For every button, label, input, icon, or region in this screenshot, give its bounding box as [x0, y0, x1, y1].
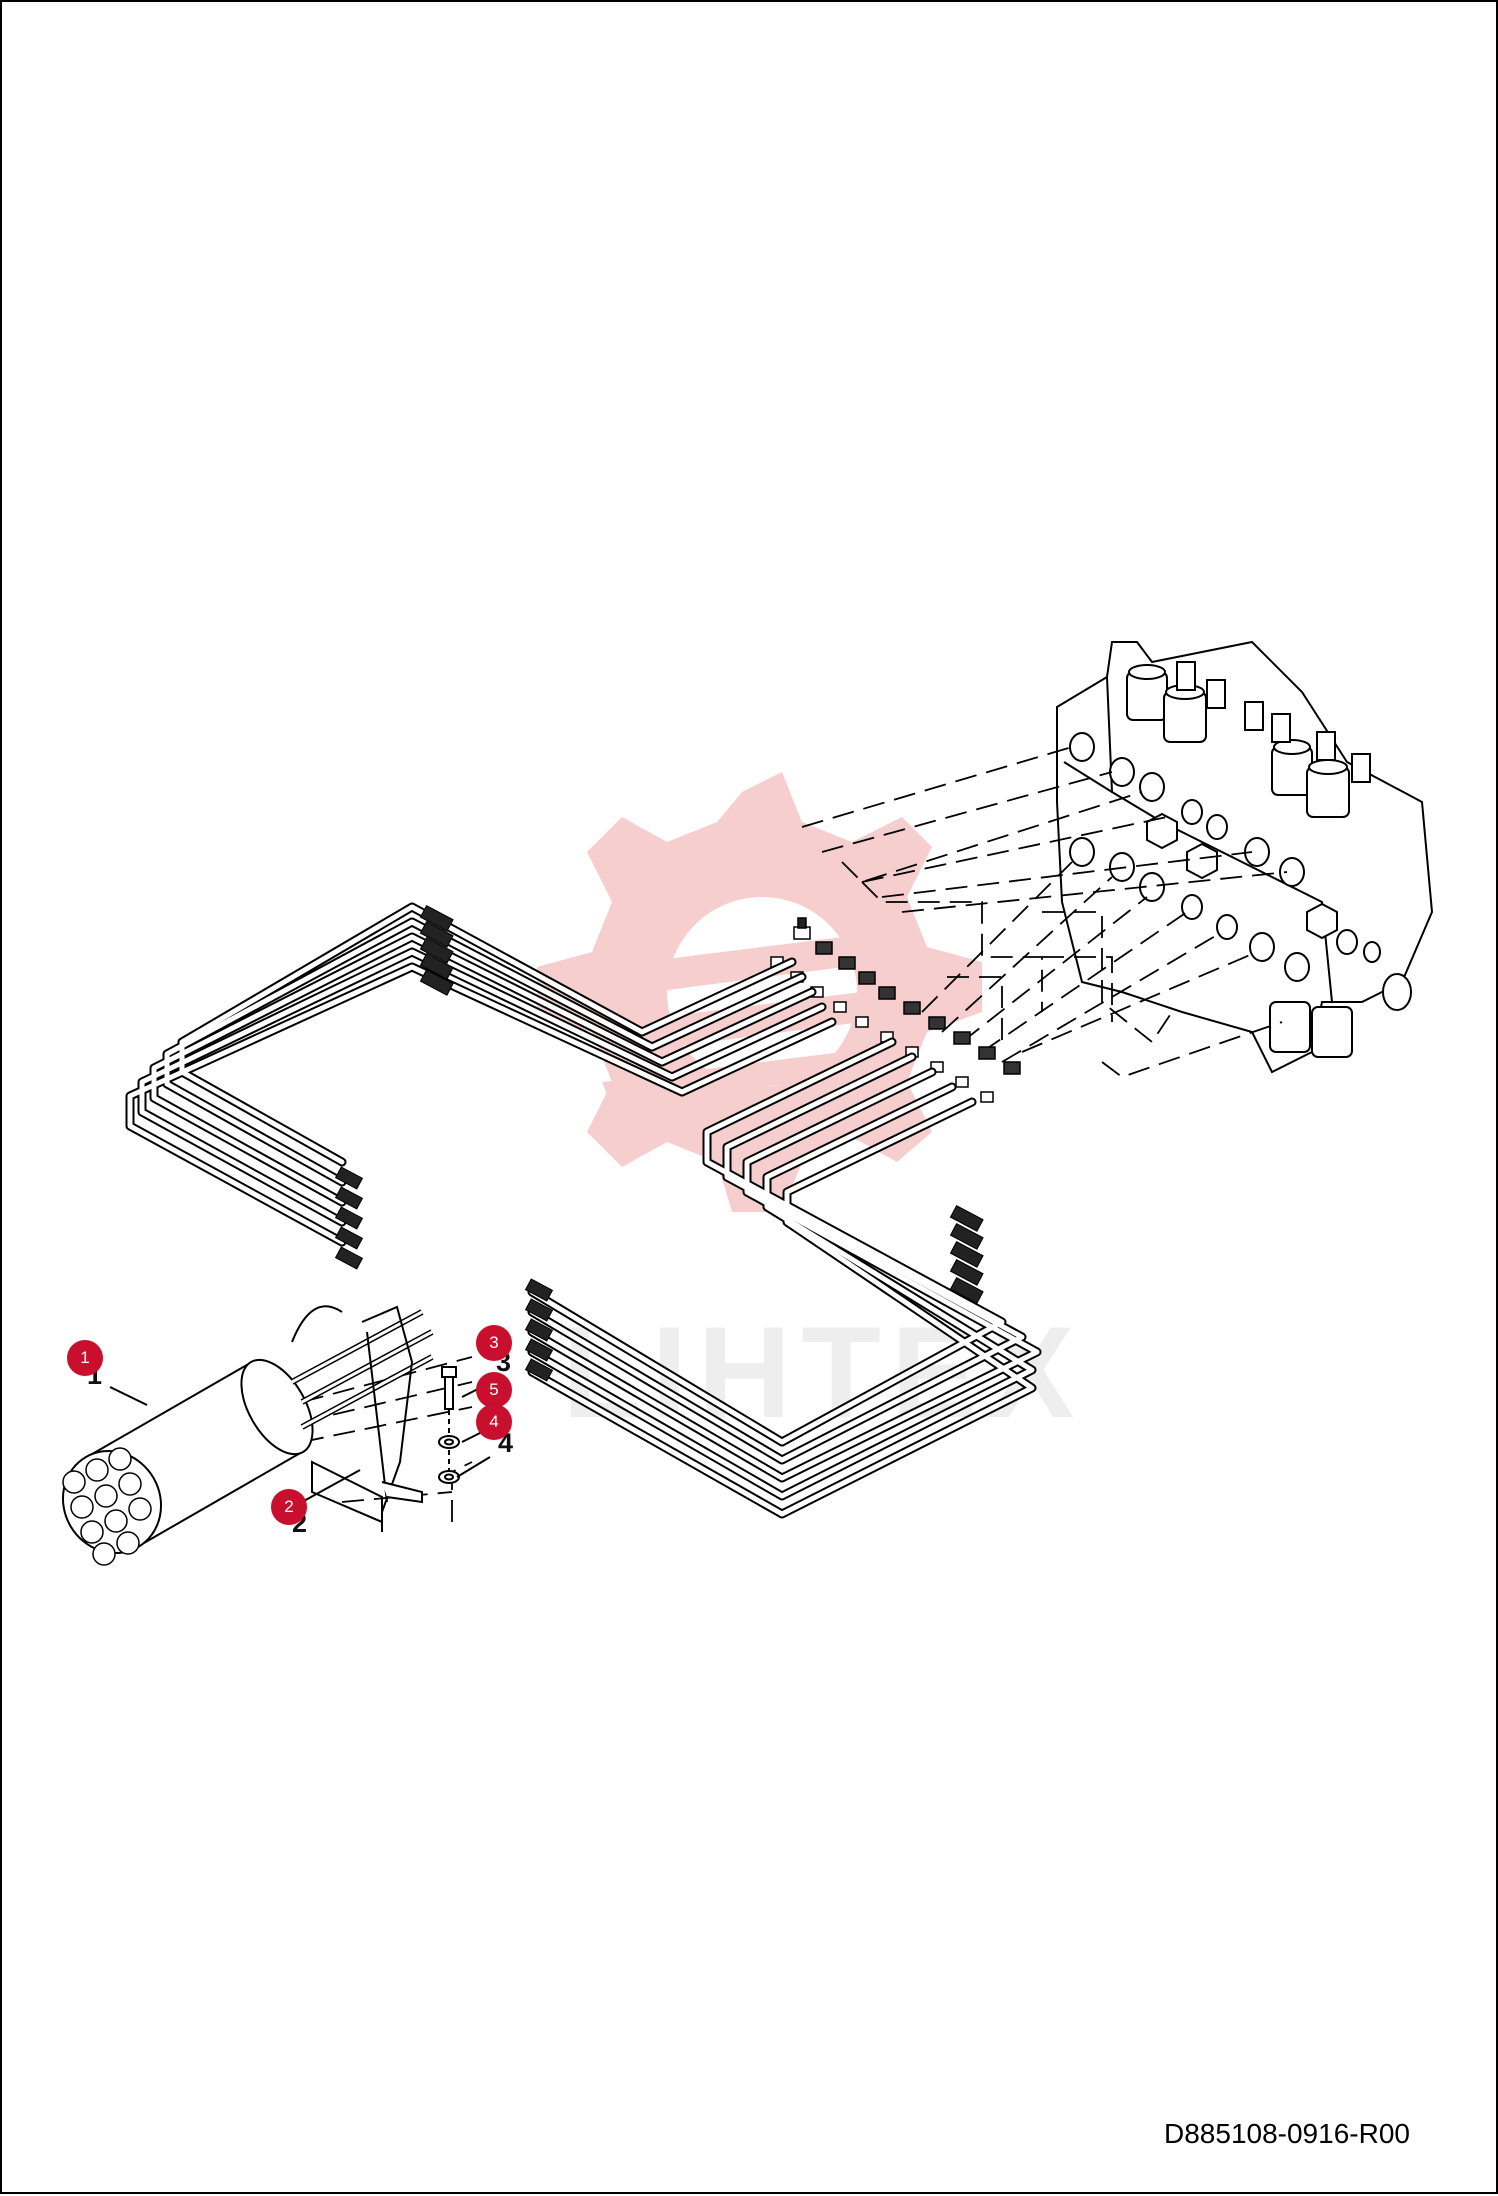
sleeve-grommet [61, 1309, 434, 1566]
callout-4[interactable]: 4 [476, 1404, 512, 1440]
pipe-clamp-icon [109, 1305, 491, 1532]
drawing-code: D885108-0916-R00 [1164, 2118, 1410, 2149]
callout-5[interactable]: 5 [476, 1372, 512, 1408]
callout-3[interactable]: 3 [476, 1325, 512, 1361]
callout-2[interactable]: 2 [271, 1489, 307, 1525]
callout-1[interactable]: 1 [67, 1340, 103, 1376]
dashed-connection-lines [301, 746, 1288, 1522]
control-valve-icon [1056, 640, 1434, 1074]
pipe-end-nuts [334, 904, 984, 1382]
